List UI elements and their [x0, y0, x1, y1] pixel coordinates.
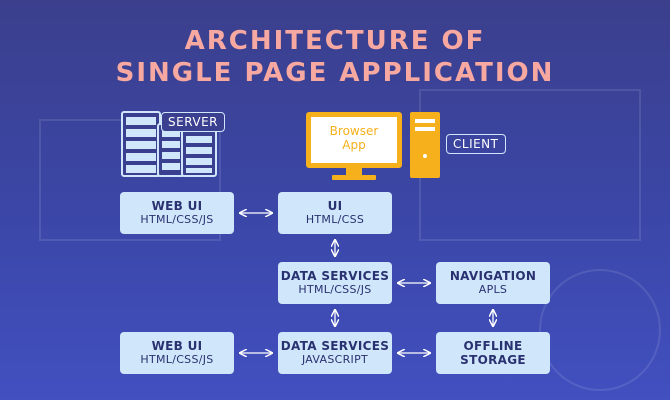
node-offline-storage: OFFLINE STORAGE: [436, 332, 550, 374]
server-rack-icon: [121, 111, 217, 177]
node-web-ui-bottom: WEB UI HTML/CSS/JS: [120, 332, 234, 374]
node-subtitle: HTML/CSS/JS: [140, 353, 214, 366]
node-web-ui-top: WEB UI HTML/CSS/JS: [120, 192, 234, 234]
monitor-text-line-2: App: [342, 138, 366, 152]
diagram-title-line-1: ARCHITECTURE OF: [184, 26, 486, 56]
desktop-computer-icon: [306, 112, 440, 180]
server-label: SERVER: [161, 112, 226, 132]
node-subtitle: JAVASCRIPT: [301, 353, 369, 366]
node-ui: UI HTML/CSS: [278, 192, 392, 234]
node-data-services-bottom: DATA SERVICES JAVASCRIPT: [278, 332, 392, 374]
node-subtitle: STORAGE: [460, 353, 526, 367]
diagram-title-line-2: SINGLE PAGE APPLICATION: [115, 58, 555, 88]
node-title: UI: [327, 199, 343, 213]
node-title: DATA SERVICES: [280, 269, 390, 283]
node-navigation: NAVIGATION APLS: [436, 262, 550, 304]
node-subtitle: HTML/CSS/JS: [298, 283, 372, 296]
node-subtitle: HTML/CSS/JS: [140, 213, 214, 226]
node-data-services-top: DATA SERVICES HTML/CSS/JS: [278, 262, 392, 304]
node-title: WEB UI: [151, 339, 203, 353]
node-subtitle: APLS: [478, 283, 508, 296]
node-title: OFFLINE: [463, 339, 523, 353]
node-title: DATA SERVICES: [280, 339, 390, 353]
node-title: NAVIGATION: [449, 269, 537, 283]
monitor-screen-text: Browser App: [311, 124, 397, 152]
monitor-text-line-1: Browser: [329, 124, 379, 138]
node-title: WEB UI: [151, 199, 203, 213]
client-label: CLIENT: [446, 134, 506, 154]
node-subtitle: HTML/CSS: [305, 213, 365, 226]
